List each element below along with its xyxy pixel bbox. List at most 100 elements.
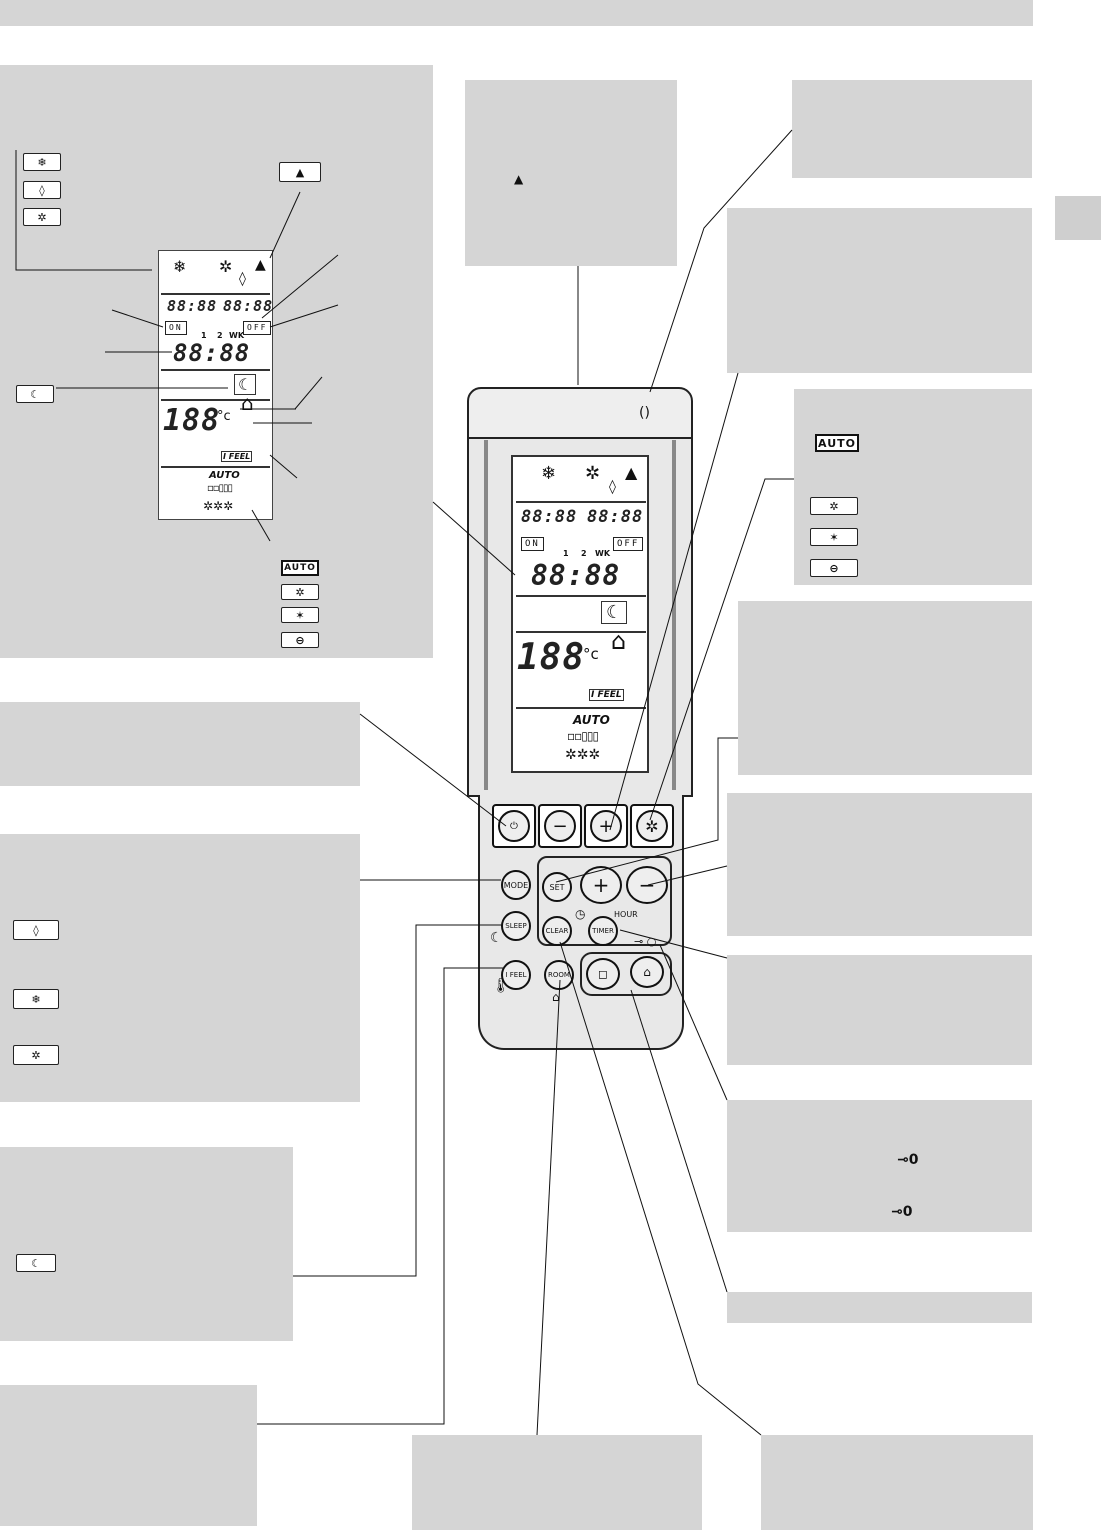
fan-callout	[794, 389, 1032, 585]
transmit-callout	[465, 80, 677, 266]
plus-button[interactable]: +	[584, 804, 628, 848]
key-icon: ⊸0	[897, 1152, 919, 1168]
hour-callout	[727, 793, 1032, 936]
temp-readout: 188	[517, 637, 586, 678]
mode-button[interactable]: MODE	[501, 870, 531, 900]
side-tab	[1055, 196, 1101, 240]
fan-speed-icons: ✲✲✲	[203, 499, 234, 513]
house-thermo-icon: ⌂	[241, 391, 254, 415]
house-thermo-icon: ⌂	[552, 990, 560, 1004]
snowflake-icon: ❄	[541, 463, 557, 484]
hour-up-button[interactable]: +	[580, 866, 622, 904]
fan-high-icon: ✲	[281, 584, 319, 600]
timer-wk-label: WK	[595, 549, 611, 558]
fan-bars-icon: ▫▫▯▯▯	[567, 729, 599, 743]
auto-label: AUTO	[573, 713, 610, 727]
remote-side-right	[672, 440, 676, 790]
snowflake-icon: ❄	[173, 257, 187, 276]
moon-icon: ☾	[16, 385, 54, 403]
temp-unit: °c	[583, 645, 599, 663]
swing-callout	[761, 1435, 1033, 1530]
clock-readout: 88:88	[531, 559, 621, 592]
fan-speed-icons: ✲✲✲	[565, 747, 601, 763]
drop-icon: ◊	[239, 271, 246, 287]
fan-icon: ✲	[219, 257, 233, 276]
moon-icon: ☾	[234, 374, 257, 395]
plus-callout	[727, 208, 1032, 373]
on-tag: ON	[521, 537, 544, 551]
timer-1-label: 1	[563, 549, 569, 558]
pyramid-icon: ▲	[279, 162, 321, 182]
fan-icon: ✲	[636, 810, 668, 842]
thermometer-icon: 🌡	[492, 978, 510, 994]
ifeel-label: I FEEL	[221, 451, 253, 462]
fan-icon: ✲	[23, 208, 61, 226]
moon-icon: ☾	[490, 930, 503, 946]
swing-vertical-button[interactable]: ◻	[586, 958, 620, 990]
swing-horizontal-button[interactable]: ⌂	[630, 956, 664, 988]
remote-side-left	[484, 440, 488, 790]
fan-icon: ✲	[13, 1045, 59, 1065]
snowflake-icon: ❄	[13, 989, 59, 1009]
fan-high-icon: ✲	[810, 497, 858, 515]
off-tag: OFF	[613, 537, 644, 551]
power-callout	[0, 702, 360, 786]
timer-callout	[727, 955, 1032, 1065]
moon-icon: ☾	[16, 1254, 56, 1272]
minus-button[interactable]: −	[538, 804, 582, 848]
minus-icon: −	[544, 810, 576, 842]
auto-label: AUTO	[209, 470, 240, 481]
clear-button[interactable]: CLEAR	[542, 916, 572, 946]
on-tag: ON	[165, 321, 187, 335]
pyramid-icon: ▲	[255, 257, 266, 273]
room-button[interactable]: ROOM	[544, 960, 574, 990]
led-indicator: ()	[639, 405, 650, 421]
temp-readout: 188	[163, 403, 221, 438]
off-time-readout: 88:88	[223, 297, 274, 315]
clock-icon: ◷	[575, 907, 586, 921]
key-icon: ⊸0	[891, 1204, 913, 1220]
hour-down-button[interactable]: −	[626, 866, 668, 904]
remote-lcd: ❄ ✲ ▲ ◊ 88:88 88:88 ON 1 2 WK OFF 88:88 …	[511, 455, 649, 773]
fan-low-icon: ⊖	[281, 632, 319, 648]
moon-icon: ☾	[601, 601, 628, 624]
set-callout	[738, 601, 1032, 775]
ifeel-button[interactable]: I FEEL	[501, 960, 531, 990]
hour-label: HOUR	[614, 910, 638, 919]
timer-2-label: 2	[217, 331, 223, 340]
key-icon: ⊸ ○	[634, 935, 657, 948]
drop-icon: ◊	[609, 479, 616, 495]
fan-icon: ✲	[585, 463, 601, 484]
set-button[interactable]: SET	[542, 872, 572, 902]
room-callout	[412, 1435, 702, 1530]
house-thermo-icon: ⌂	[611, 627, 627, 655]
temp-unit: °c	[217, 409, 231, 424]
on-time-readout: 88:88	[167, 297, 218, 315]
lcd-detail: ❄ ✲ ▲ ◊ 88:88 88:88 ON 1 2 WK OFF 88:88 …	[158, 250, 273, 520]
fan-mid-icon: ✶	[281, 607, 319, 623]
pyramid-icon: ▲	[625, 463, 638, 482]
on-time-readout: 88:88	[521, 507, 578, 527]
auto-badge: AUTO	[815, 434, 859, 452]
drop-icon: ◊	[13, 920, 59, 940]
timer-button[interactable]: TIMER	[588, 916, 618, 946]
timer-1-label: 1	[201, 331, 207, 340]
fan-button[interactable]: ✲	[630, 804, 674, 848]
auto-badge: AUTO	[281, 560, 319, 576]
sleep-button[interactable]: SLEEP	[501, 911, 531, 941]
drop-icon: ◊	[23, 181, 61, 199]
indicator-callout	[792, 80, 1032, 178]
fan-mid-icon: ✶	[810, 528, 858, 546]
header-band	[0, 0, 1033, 26]
off-time-readout: 88:88	[587, 507, 644, 527]
snowflake-icon: ❄	[23, 153, 61, 171]
fan-low-icon: ⊖	[810, 559, 858, 577]
ifeel-label: I FEEL	[589, 689, 624, 701]
power-button[interactable]: ⏻	[492, 804, 536, 848]
pyramid-icon: ▲	[514, 172, 524, 186]
plus-icon: +	[590, 810, 622, 842]
ifeel-callout	[0, 1385, 257, 1526]
timer-2-label: 2	[581, 549, 587, 558]
lock-callout	[727, 1100, 1032, 1232]
fan-bars-icon: ▫▫▯▯▯	[207, 483, 233, 494]
